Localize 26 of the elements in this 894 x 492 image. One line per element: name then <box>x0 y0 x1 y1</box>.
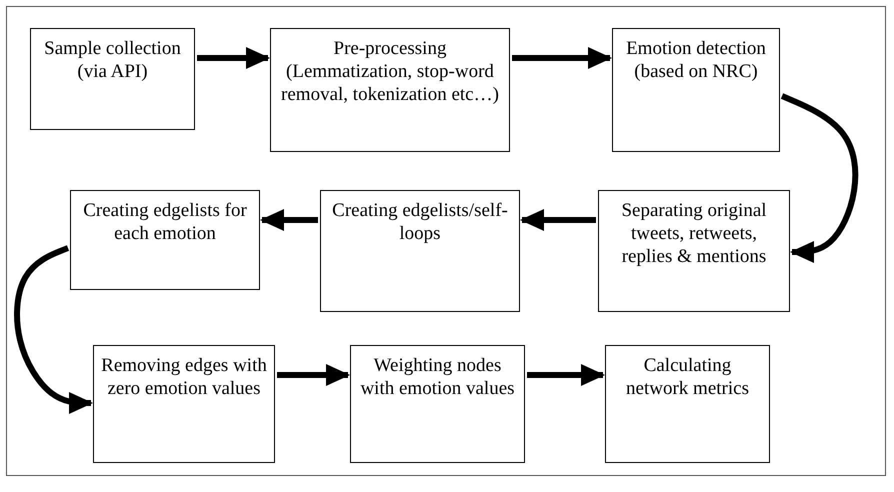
arrow <box>197 47 270 69</box>
step-text: Removing edges with zero emotion values <box>100 354 268 400</box>
process-box <box>70 190 260 290</box>
process-box <box>270 28 510 152</box>
step-text: Weighting nodes with emotion values <box>359 354 516 400</box>
process-box <box>93 345 275 463</box>
arrow <box>780 93 858 263</box>
arrow <box>527 364 605 386</box>
step-text: Creating edgelists for each emotion <box>82 199 248 245</box>
step-text: Emotion detection (based on NRC) <box>625 37 767 83</box>
step-text: Separating original tweets, retweets, replies & mentions <box>620 199 768 268</box>
process-box <box>350 345 525 463</box>
arrow <box>520 209 596 231</box>
arrow <box>277 364 350 386</box>
process-box <box>30 28 195 130</box>
process-box <box>612 28 780 152</box>
arrow <box>14 245 93 414</box>
process-box <box>320 190 520 312</box>
arrow <box>512 47 612 69</box>
step-text: Creating edgelists/self-loops <box>331 199 509 245</box>
arrow <box>260 209 318 231</box>
process-box <box>598 190 790 312</box>
step-text: Calculating network metrics <box>625 354 750 400</box>
step-text: Sample collection (via API) <box>43 37 182 83</box>
step-text: Pre-processing (Lemmatization, stop-word removal, tokenization etc…) <box>280 37 500 106</box>
process-box <box>605 345 770 463</box>
